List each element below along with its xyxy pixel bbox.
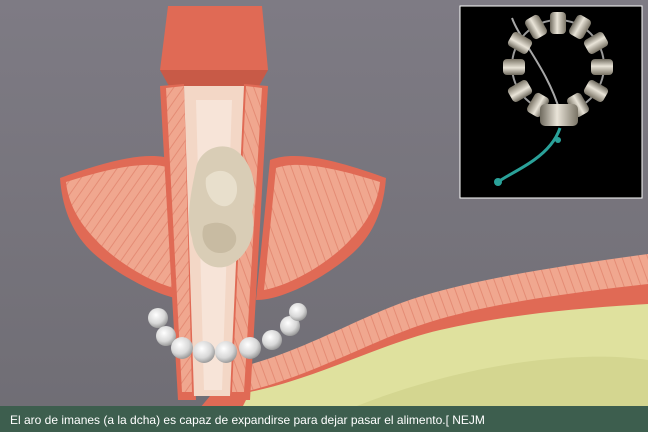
inset-panel — [460, 6, 642, 198]
magnet-bead — [193, 341, 215, 363]
food-bolus — [189, 146, 255, 267]
magnet-bead — [148, 308, 168, 328]
caption-text: El aro de imanes (a la dcha) es capaz de… — [10, 413, 485, 427]
caption-bar: El aro de imanes (a la dcha) es capaz de… — [0, 406, 648, 432]
magnet-bead — [215, 341, 237, 363]
magnet-bead — [239, 337, 261, 359]
magnet-bead — [262, 330, 282, 350]
magnet-bead — [171, 337, 193, 359]
esophagus-upper — [160, 6, 268, 88]
magnet-bead — [289, 303, 307, 321]
